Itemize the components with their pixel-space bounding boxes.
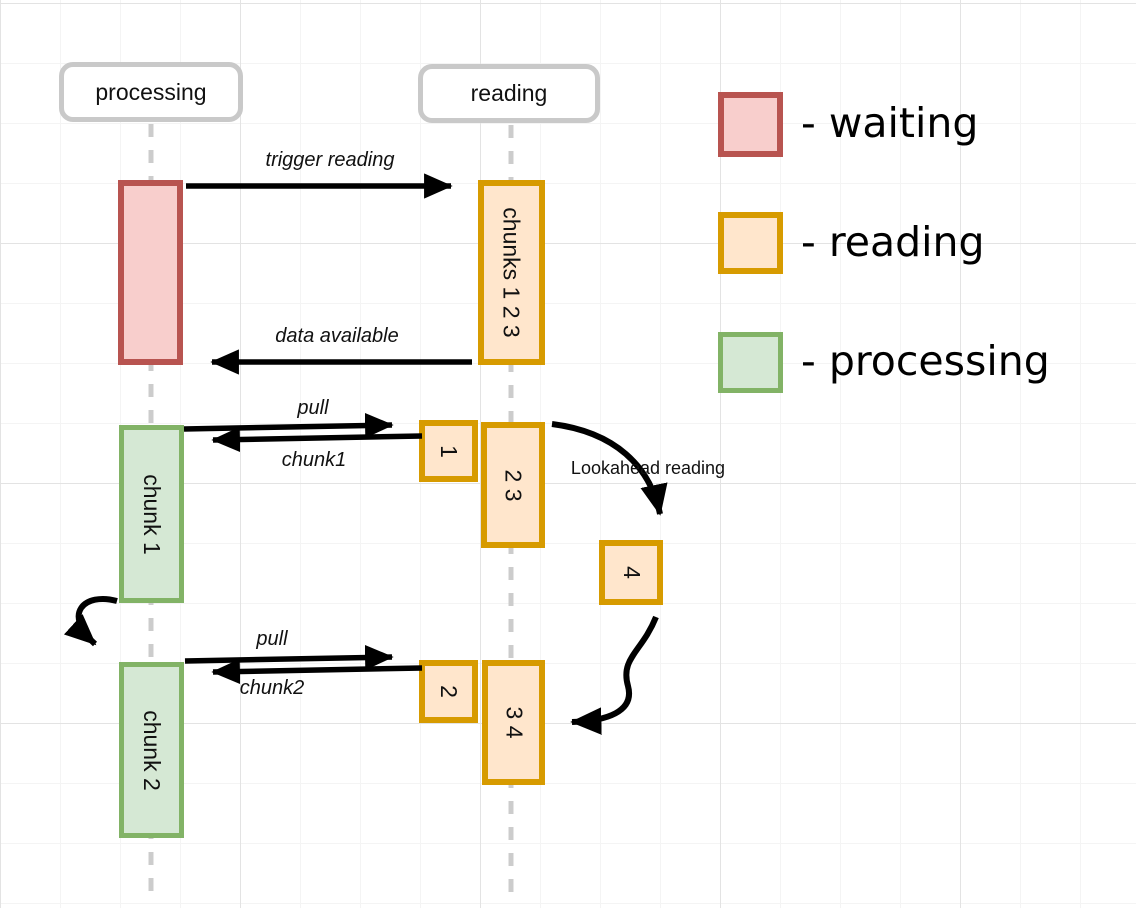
chunk1-to-chunk2-curve-arrow: [63, 596, 118, 647]
legend-processing-swatch: [718, 332, 783, 393]
chunk-2-label: chunk 2: [139, 709, 165, 791]
chunk-1-box: chunk 1: [119, 425, 184, 603]
chunks-123-label: chunks 1 2 3: [499, 207, 526, 338]
pull-2-arrow: [184, 644, 394, 671]
data-available-label: data available: [275, 325, 399, 347]
buffer-23-box: 2 3: [481, 422, 545, 548]
buffer4-to-34-curve-arrow: [570, 615, 659, 735]
waiting-box: [118, 180, 183, 365]
legend-processing-label: - processing: [801, 337, 1050, 385]
legend-waiting-swatch: [718, 92, 783, 157]
buffer-23-label: 2 3: [500, 469, 527, 501]
buffer-4-label: 4: [618, 566, 645, 579]
buffer-34-label: 3 4: [500, 706, 527, 739]
processing-lane-header: processing: [59, 62, 243, 122]
chunk-1-label: chunk 1: [139, 473, 165, 555]
buffer-2-box: 2: [419, 660, 478, 723]
chunk1-return-arrow: [211, 426, 423, 453]
buffer-2-label: 2: [435, 685, 462, 698]
chunks-123-box: chunks 1 2 3: [478, 180, 545, 365]
processing-lane-label: processing: [95, 78, 207, 105]
pull-1-label: pull: [297, 397, 329, 419]
chunk2-return-arrow: [211, 658, 423, 685]
chunk-2-box: chunk 2: [119, 662, 184, 838]
legend-reading-swatch: [718, 212, 783, 274]
chunk1-reply-label: chunk1: [281, 449, 347, 471]
reading-lane-label: reading: [470, 80, 548, 106]
trigger-reading-label: trigger reading: [265, 149, 395, 171]
pull-1-arrow: [183, 412, 394, 439]
legend-waiting-label: - waiting: [801, 99, 979, 147]
buffer-4-box: 4: [599, 540, 663, 605]
lookahead-reading-label: Lookahead reading: [570, 458, 726, 478]
pull-2-label: pull: [256, 628, 288, 650]
buffer-1-box: 1: [419, 420, 478, 482]
chunk2-reply-label: chunk2: [239, 677, 305, 699]
buffer-34-box: 3 4: [482, 660, 545, 785]
reading-lane-header: reading: [418, 64, 600, 123]
buffer-1-label: 1: [435, 444, 462, 458]
legend-reading-label: - reading: [801, 218, 985, 266]
